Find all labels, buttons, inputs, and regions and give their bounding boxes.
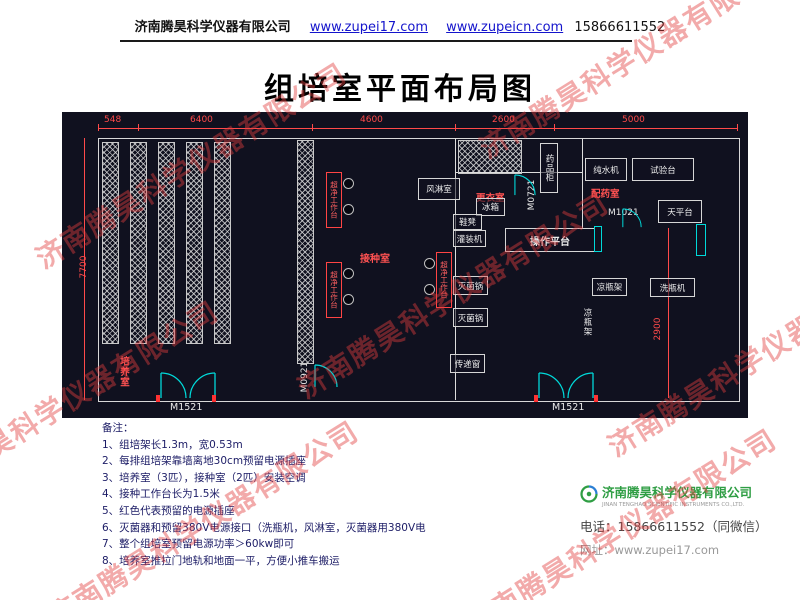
room-label-culture: 培养室 <box>118 356 129 388</box>
page-title: 组培室平面布局图 <box>264 72 536 107</box>
transfer-window-box: 传递窗 <box>450 354 485 373</box>
note-item: 6、灭菌器和预留380V电源接口（洗瓶机，风淋室，灭菌器用380V电 <box>102 521 426 534</box>
dim-tick <box>737 124 738 131</box>
clean-bench-2: 超净工作台 <box>326 262 342 318</box>
header-divider <box>120 40 632 42</box>
dim-tick <box>312 124 313 131</box>
stool <box>424 284 435 295</box>
stool <box>343 204 354 215</box>
dim-2900: 2900 <box>653 317 663 341</box>
notes-heading: 备注： <box>102 422 134 434</box>
room-label-inoculation: 接种室 <box>360 254 390 265</box>
single-door-swing-icon <box>622 208 642 228</box>
partition-rack <box>297 140 314 364</box>
dim-tick <box>138 124 139 131</box>
outlet-mark <box>534 395 538 402</box>
dim-5000: 5000 <box>622 115 645 125</box>
partition-wall-right-section <box>455 138 456 400</box>
operation-platform-box: 操作平台 <box>505 228 595 252</box>
header-link-zupei17[interactable]: www.zupei17.com <box>309 20 429 35</box>
door-label-m1021: M1021 <box>608 208 639 218</box>
culture-rack <box>186 142 203 344</box>
medicine-cabinet-box: 药品柜 <box>540 143 558 193</box>
company-logo-icon <box>580 485 598 503</box>
room-label-pharmacy: 配药室 <box>591 189 620 200</box>
clean-bench-1: 超净工作台 <box>326 172 342 228</box>
note-item: 3、培养室（3匹），接种室（2匹）安装空调 <box>102 471 306 484</box>
dim-tick <box>554 124 555 131</box>
stool <box>343 294 354 305</box>
dim-tick <box>455 124 456 131</box>
clean-bench-3: 超净工作台 <box>436 252 452 308</box>
stool <box>424 258 435 269</box>
header-phone: 15866611552 <box>574 20 666 35</box>
note-item: 1、组培架长1.3m，宽0.53m <box>102 438 243 451</box>
storage-rack-topright <box>458 140 522 174</box>
dim-548: 548 <box>104 115 122 125</box>
cyan-fixture-pharmacy <box>594 226 602 252</box>
header: 济南腾昊科学仪器有限公司 www.zupei17.com www.zupeicn… <box>0 16 800 35</box>
notes-block: 备注： 1、组培架长1.3m，宽0.53m 2、每排组培架靠墙离地30cm预留电… <box>102 420 426 569</box>
culture-rack <box>214 142 231 344</box>
single-door-swing-icon <box>314 364 338 388</box>
test-bench-box: 试验台 <box>632 158 694 181</box>
note-item: 5、红色代表预留的电源插座 <box>102 504 235 517</box>
header-link-zupeicn[interactable]: www.zupeicn.com <box>446 20 564 35</box>
note-item: 2、每排组培架靠墙离地30cm预留电源插座 <box>102 455 307 468</box>
footer-website[interactable]: 网址：www.zupei17.com <box>580 543 720 557</box>
bottle-washer-box: 洗瓶机 <box>650 278 695 297</box>
balance-table-box: 天平台 <box>658 200 702 223</box>
shoe-bench-box: 鞋凳 <box>453 214 482 230</box>
culture-rack <box>158 142 175 344</box>
bottle-rack-box: 凉瓶架 <box>592 278 627 296</box>
fridge-box: 冰箱 <box>476 198 505 216</box>
single-door-swing-icon <box>514 174 536 196</box>
footer-company-en: JINAN TENGHAO SCIENTIFIC INSTRUMENTS CO.… <box>601 502 745 508</box>
stool <box>343 268 354 279</box>
dimension-line-right <box>668 228 669 398</box>
dimension-line-top <box>98 128 738 129</box>
stool <box>343 178 354 189</box>
door-label-m1521-left: M1521 <box>170 402 203 413</box>
air-shower-box: 风淋室 <box>418 178 460 200</box>
dim-7700: 7700 <box>79 255 89 279</box>
footer-phone: 电话：15866611552（同微信） <box>580 519 768 534</box>
sterilizer-box-2: 灭菌锅 <box>453 308 488 327</box>
double-door-swing-icon <box>538 372 594 399</box>
culture-rack <box>102 142 119 344</box>
footer-block: 济南腾昊科学仪器有限公司 JINAN TENGHAO SCIENTIFIC IN… <box>580 482 768 558</box>
floor-plan: 548 6400 4600 2600 5000 7700 2900 培养室 接种… <box>62 112 748 418</box>
dim-tick <box>98 124 99 131</box>
note-item: 8、培养室推拉门地轨和地面一平，方便小推车搬运 <box>102 554 340 567</box>
bottle-rack-vertical-label: 凉瓶架 <box>582 308 592 337</box>
outlet-mark <box>156 395 160 402</box>
dim-6400: 6400 <box>190 115 213 125</box>
filling-machine-box: 灌装机 <box>453 230 486 247</box>
culture-rack <box>130 142 147 344</box>
dimension-line-left <box>84 138 85 400</box>
note-item: 4、接种工作台长为1.5米 <box>102 488 220 501</box>
cyan-fixture-right-wall <box>696 224 706 256</box>
outlet-mark <box>594 395 598 402</box>
double-door-swing-icon <box>160 372 216 399</box>
outlet-mark <box>212 395 216 402</box>
sterilizer-box-1: 灭菌锅 <box>453 276 488 295</box>
note-item: 7、整个组培室预留电源功率＞60kw即可 <box>102 538 295 551</box>
outer-wall <box>98 138 740 402</box>
dim-2600: 2600 <box>492 115 515 125</box>
dim-4600: 4600 <box>360 115 383 125</box>
changing-room-wall-v <box>582 138 583 228</box>
door-label-m1521-right: M1521 <box>552 402 585 413</box>
footer-company-cn: 济南腾昊科学仪器有限公司 <box>601 485 752 500</box>
header-company-name: 济南腾昊科学仪器有限公司 <box>134 20 291 35</box>
pure-water-machine-box: 纯水机 <box>585 158 627 181</box>
